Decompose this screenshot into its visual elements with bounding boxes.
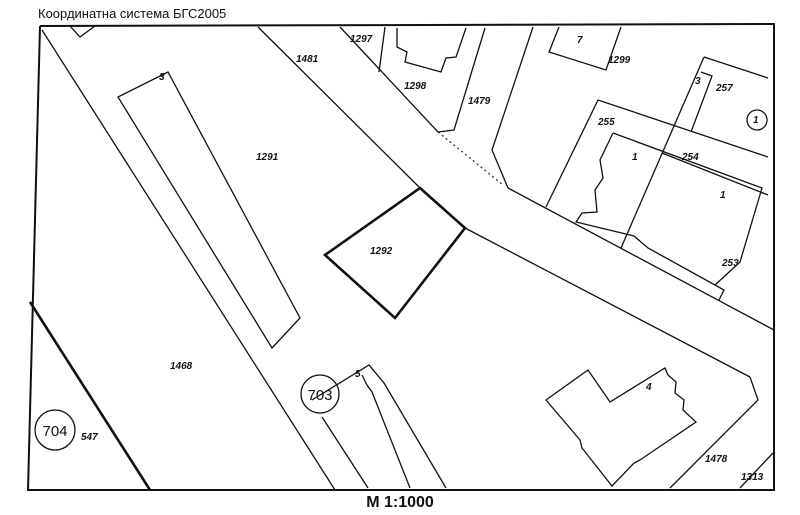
parcel-label: 1478	[705, 454, 728, 465]
parcel-label: 1	[720, 190, 726, 201]
road-lower-edge	[464, 227, 751, 378]
building-3-right	[690, 71, 713, 133]
parcel-1292-highlight[interactable]	[322, 186, 467, 320]
parcel-label: 1313	[741, 472, 764, 483]
circle-marker	[746, 109, 768, 131]
building-1297	[396, 27, 467, 73]
parcel-257-boundary	[703, 56, 769, 79]
parcel-1297-boundary	[378, 26, 386, 73]
parcel-label: 1292	[370, 246, 393, 257]
building-5-inner	[361, 374, 411, 489]
parcel-label: 3	[695, 76, 701, 87]
parcel-label: 1298	[404, 81, 427, 92]
parcel-label: 1	[632, 152, 638, 163]
map-frame	[26, 22, 775, 491]
parcel-label: 1291	[256, 152, 279, 163]
parcel-label: 4	[645, 382, 652, 393]
building-1-right	[612, 132, 763, 286]
parcel-255-boundary	[545, 99, 769, 208]
parcel-1313-boundary	[739, 452, 774, 489]
coordinate-system-label: Координатна система БГС2005	[38, 6, 227, 21]
building-1	[574, 132, 725, 301]
building-4	[545, 367, 698, 487]
road-upper-edge	[507, 187, 775, 331]
road-1481-right-edge	[339, 26, 439, 133]
circle-704-label: 704	[42, 423, 67, 440]
building-7	[548, 26, 622, 71]
parcel-label: 1	[753, 115, 759, 126]
road-dotted-edge	[437, 131, 504, 186]
circle-703-label: 703	[307, 387, 332, 404]
parcel-1298-boundary	[437, 27, 486, 133]
parcel-254-boundary	[661, 152, 769, 196]
building-5-left	[321, 416, 369, 489]
parcel-label: 254	[681, 152, 699, 163]
circle-704	[34, 409, 76, 451]
parcel-label: 1468	[170, 361, 193, 372]
parcel-label: 253	[721, 258, 739, 269]
parcel-label: 5	[355, 369, 361, 380]
parcel-1478-boundary	[669, 376, 759, 489]
parcel-label: 1299	[608, 55, 631, 66]
parcel-label: 7	[577, 35, 583, 46]
parcel-label: 1481	[296, 54, 319, 65]
parcel-label: 255	[597, 117, 615, 128]
road-1479-left-edge	[491, 26, 534, 189]
parcel-label: 257	[715, 83, 733, 94]
parcel-label: 3	[159, 72, 165, 83]
building-5	[311, 364, 447, 489]
building-3	[117, 71, 301, 350]
parcel-label: 1479	[468, 96, 491, 107]
parcel-label: 547	[81, 432, 98, 443]
map-scale: M 1:1000	[366, 494, 434, 511]
circle-703	[300, 374, 340, 414]
corner-fragment	[69, 25, 96, 38]
parcel-label: 1297	[350, 34, 373, 45]
parcel-704-boundary	[28, 301, 152, 491]
boundary-line	[41, 29, 336, 491]
road-1481-left-edge	[257, 26, 421, 189]
